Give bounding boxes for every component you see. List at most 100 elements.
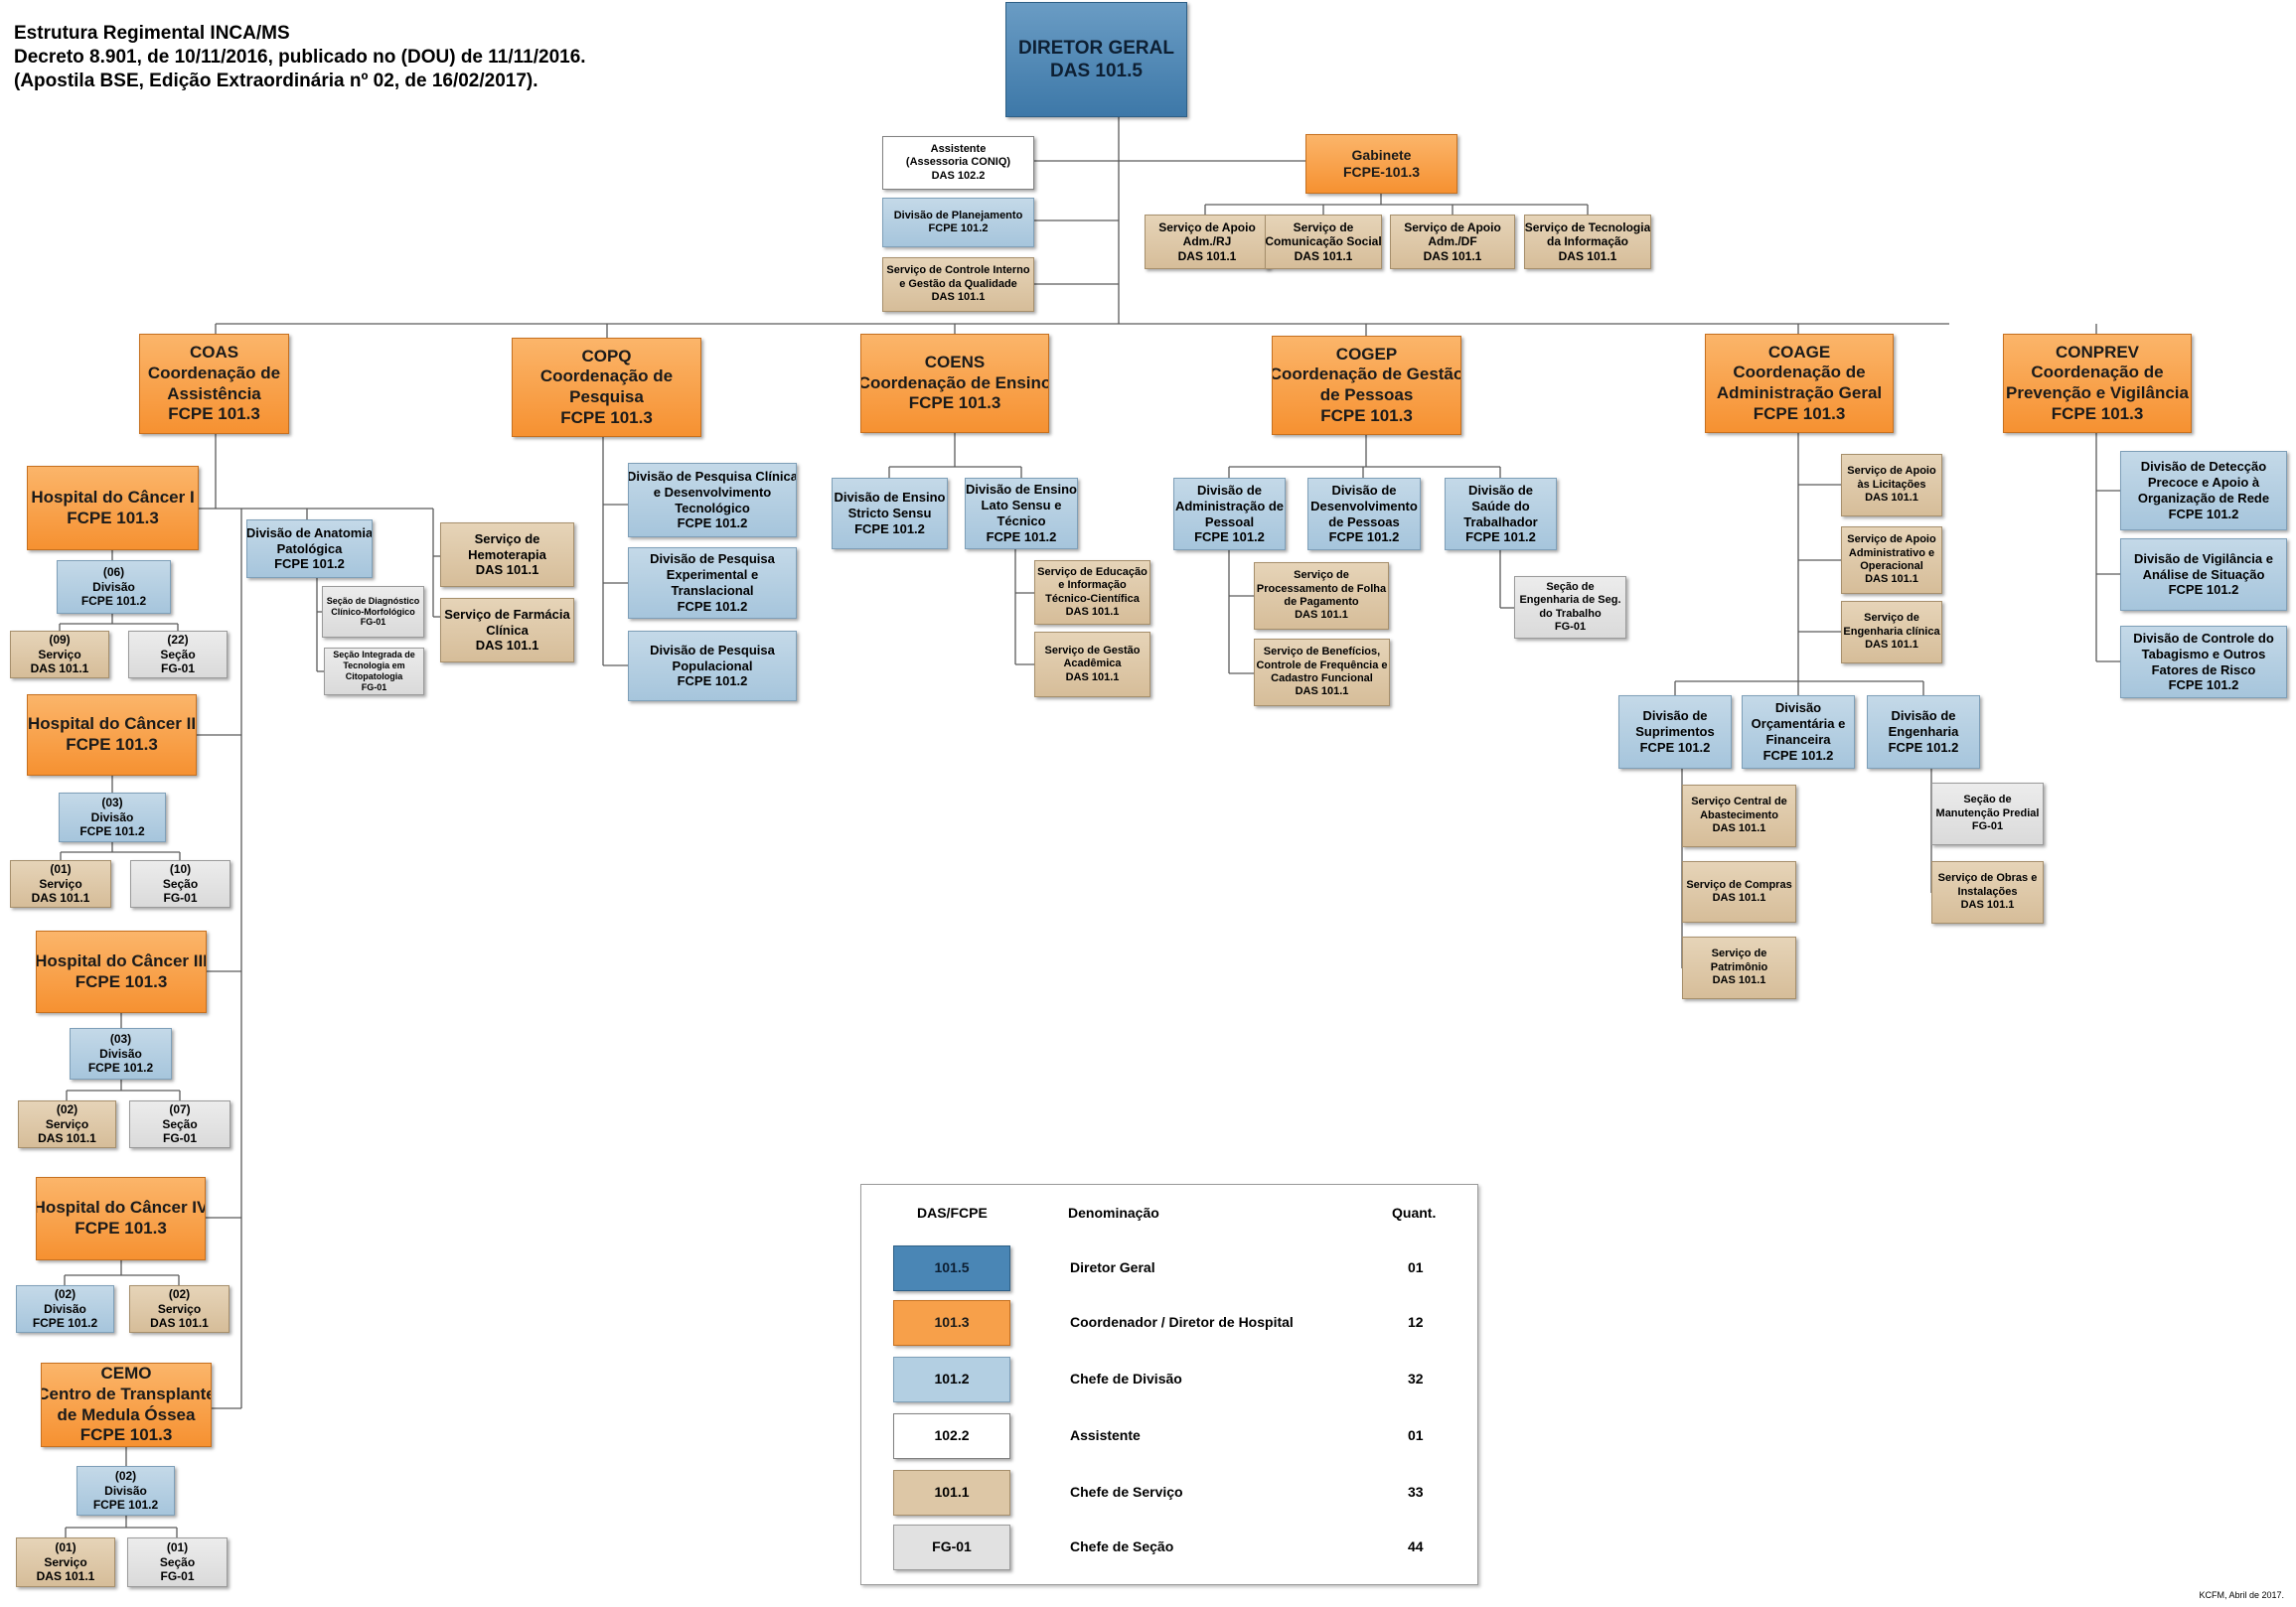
org-box-h4-line: FCPE 101.3	[75, 1219, 167, 1238]
org-box-coens-line: Coordenação de Ensino	[860, 372, 1049, 392]
org-box-cemoc-line: (01)	[166, 1540, 189, 1555]
legend-name: Chefe de Serviço	[1070, 1484, 1183, 1500]
org-box-cemos-line: Serviço	[44, 1554, 87, 1569]
legend-code: 102.2	[934, 1427, 970, 1444]
org-box-pq3-line: Populacional	[672, 657, 753, 673]
org-box-gp3-line: Saúde do	[1471, 498, 1530, 513]
org-box-obras-line: DAS 101.1	[1960, 899, 2015, 912]
org-box-copq-line: Pesquisa	[569, 387, 644, 406]
org-box-ag3-line: DAS 101.1	[1865, 639, 1918, 652]
org-box-coens-line: FCPE 101.3	[908, 393, 1001, 413]
legend-qty: 32	[1408, 1371, 1424, 1387]
org-box-cp1-line: Organização de Rede	[2137, 491, 2270, 506]
org-box-citopat-line: Citopatologia	[345, 671, 403, 681]
legend-qty: 44	[1408, 1538, 1424, 1554]
org-box-gp1-line: Divisão de	[1196, 482, 1263, 498]
org-box-gabinete-line: FCPE-101.3	[1342, 164, 1421, 180]
org-box-coas-line: COAS	[189, 343, 239, 363]
org-box-folha-line: Processamento de Folha	[1256, 582, 1387, 595]
org-box-ag3-line: Engenharia clínica	[1843, 625, 1940, 638]
org-box-g3-line: Adm./DF	[1428, 234, 1477, 249]
org-box-controle-line: e Gestão da Qualidade	[899, 277, 1017, 290]
org-box-h1s-line: Serviço	[38, 647, 81, 661]
org-box-patrim-line: Serviço de	[1711, 948, 1767, 960]
document-header: Estrutura Regimental INCA/MS Decreto 8.9…	[14, 22, 586, 93]
legend-code: 101.3	[934, 1314, 970, 1331]
legend-name: Chefe de Seção	[1070, 1538, 1174, 1554]
org-box-coens-line: COENS	[924, 352, 986, 371]
org-box-controle-line: DAS 101.1	[931, 291, 986, 304]
org-box-h2d-line: FCPE 101.2	[79, 824, 145, 839]
org-box-gp3-line: FCPE 101.2	[1465, 529, 1536, 545]
org-box-eng-line: FCPE 101.2	[1888, 739, 1959, 755]
org-box-edu-line: Serviço de Educação	[1037, 565, 1148, 578]
org-box-g3-line: DAS 101.1	[1423, 248, 1482, 263]
org-box-anat-line: Divisão de Anatomia	[246, 524, 373, 540]
org-box-benef: Serviço de Benefícios,Controle de Frequê…	[1254, 639, 1390, 706]
org-box-pq1-line: e Desenvolvimento	[653, 484, 772, 500]
org-box-citopat-line: FG-01	[361, 681, 387, 692]
org-box-hemo-line: Serviço de	[474, 530, 540, 546]
org-box-gabinete-line: Gabinete	[1351, 146, 1412, 163]
org-box-h2-line: FCPE 101.3	[66, 735, 158, 754]
org-box-h3d-line: Divisão	[99, 1046, 142, 1061]
org-box-cemo-line: de Medula Óssea	[57, 1404, 196, 1424]
org-box-eng-line: Engenharia	[1888, 724, 1959, 740]
legend-code: FG-01	[932, 1538, 972, 1555]
org-box-ens2-line: Divisão de Ensino	[966, 482, 1077, 498]
org-box-h3d-line: FCPE 101.2	[87, 1061, 154, 1076]
org-box-h3-line: FCPE 101.3	[75, 971, 168, 991]
org-box-cemo-line: CEMO	[100, 1364, 152, 1384]
org-box-diag-line: Seção de Diagnóstico	[326, 595, 420, 606]
org-box-manut-line: FG-01	[1971, 820, 2004, 833]
org-box-ens2-line: Lato Sensu e	[981, 498, 1062, 513]
org-box-h2s-line: DAS 101.1	[31, 891, 90, 906]
org-box-hemo-line: Hemoterapia	[468, 546, 546, 562]
org-box-ens1-line: FCPE 101.2	[854, 520, 925, 536]
org-box-assist-line: (Assessoria CONIQ)	[905, 156, 1011, 169]
org-box-citopat-line: Seção Integrada de	[333, 650, 415, 660]
org-box-abast-line: Abastecimento	[1700, 808, 1778, 821]
org-box-h1d-line: Divisão	[92, 579, 135, 594]
org-box-h1c-line: Seção	[160, 647, 196, 661]
org-box-orc-line: Financeira	[1765, 732, 1831, 747]
org-box-edu-line: Técnico-Científica	[1045, 592, 1140, 605]
org-box-h4d-line: FCPE 101.2	[32, 1316, 98, 1331]
org-box-pq1-line: Tecnológico	[675, 500, 750, 515]
org-box-h1d-line: FCPE 101.2	[80, 594, 147, 609]
legend-qty: 01	[1408, 1427, 1424, 1443]
org-box-orc-line: Orçamentária e	[1751, 716, 1846, 732]
legend-header-qty: Quant.	[1392, 1205, 1437, 1221]
org-box-conprev-line: Coordenação de	[2031, 363, 2164, 382]
org-box-h3c-line: FG-01	[162, 1131, 197, 1146]
org-box-dir-line: DIRETOR GERAL	[1018, 37, 1174, 59]
org-box-assist: Assistente(Assessoria CONIQ)DAS 102.2	[882, 136, 1034, 190]
org-box-cemod-line: Divisão	[104, 1483, 147, 1498]
org-box-cp1-line: Divisão de Detecção	[2140, 459, 2267, 475]
org-box-diag-line: Clínico-Morfológico	[331, 606, 415, 617]
org-box-patrim-line: Patrimônio	[1710, 960, 1768, 973]
org-box-orc-line: Divisão	[1774, 700, 1822, 716]
org-box-cp1-line: FCPE 101.2	[2168, 506, 2239, 521]
